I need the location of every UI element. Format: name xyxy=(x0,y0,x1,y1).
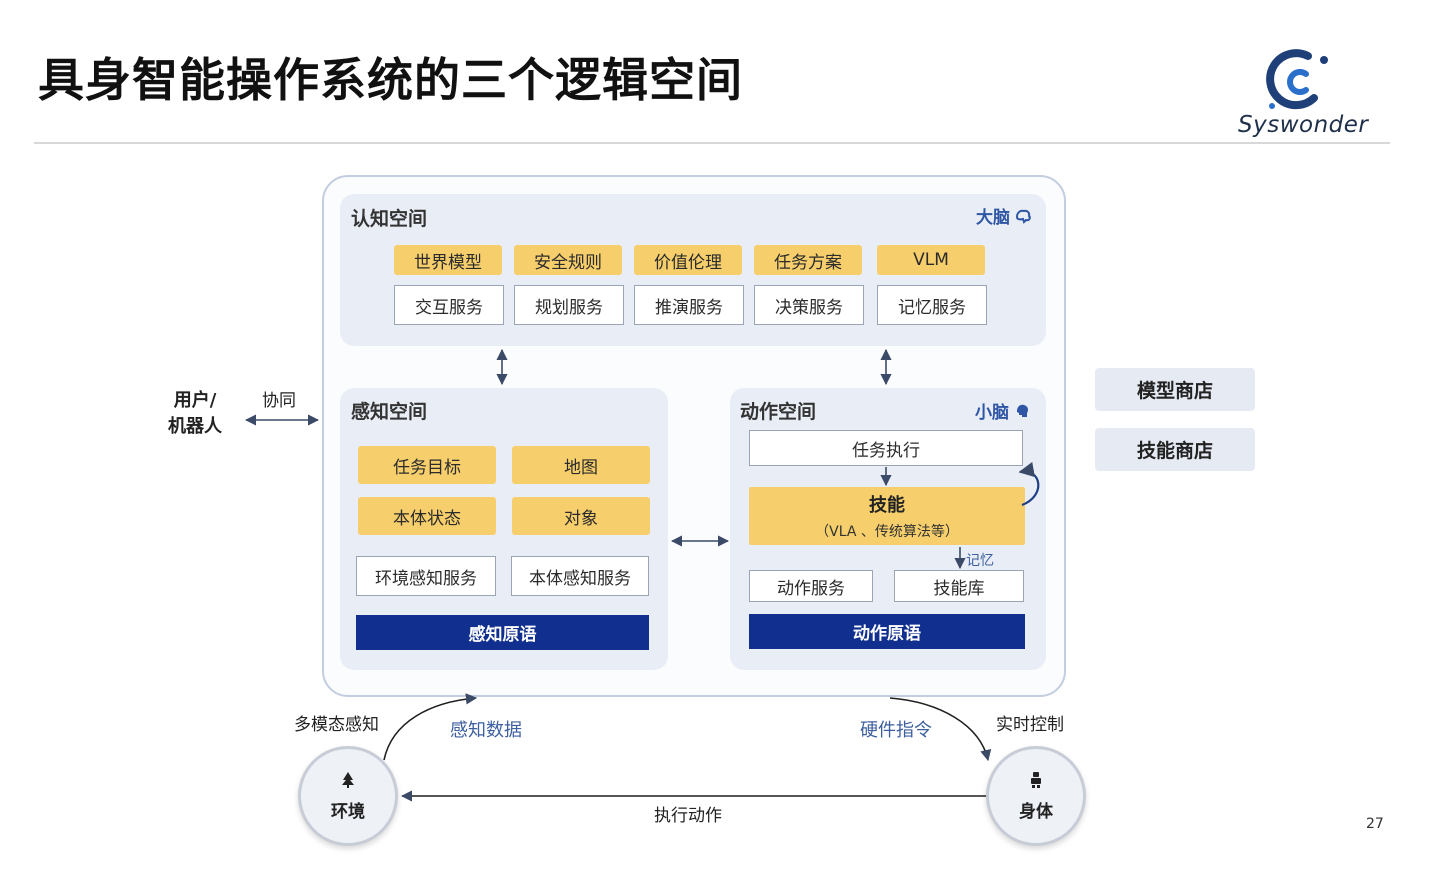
interaction-service-box: 交互服务 xyxy=(394,285,504,325)
chip-map: 地图 xyxy=(512,446,650,484)
skill-title: 技能 xyxy=(869,495,905,516)
body-node: 身体 xyxy=(986,746,1086,846)
skill-box: 技能 （VLA 、传统算法等） xyxy=(749,487,1025,545)
robot-icon xyxy=(1031,771,1041,788)
chip-vlm: VLM xyxy=(877,245,985,275)
skill-library-box: 技能库 xyxy=(894,570,1024,602)
collaboration-label: 协同 xyxy=(262,391,296,411)
chip-world-model: 世界模型 xyxy=(394,245,502,275)
decision-service-box: 决策服务 xyxy=(754,285,864,325)
skill-store-button[interactable]: 技能商店 xyxy=(1095,428,1255,471)
memory-service-box: 记忆服务 xyxy=(877,285,987,325)
action-service-box: 动作服务 xyxy=(749,570,873,602)
perception-space-title: 感知空间 xyxy=(351,401,428,423)
user-robot-label: 用户/ 机器人 xyxy=(168,390,222,437)
syswonder-logo-icon xyxy=(1262,46,1334,116)
realtime-control-label: 实时控制 xyxy=(996,715,1064,735)
simulation-service-box: 推演服务 xyxy=(634,285,744,325)
chip-value-ethics: 价值伦理 xyxy=(634,245,742,275)
chip-safety-rules: 安全规则 xyxy=(514,245,622,275)
brain-tag: 大脑 xyxy=(976,203,1032,228)
cerebellum-tag-label: 小脑 xyxy=(975,403,1009,423)
chip-body-state: 本体状态 xyxy=(358,497,496,535)
environment-node: 环境 xyxy=(298,746,398,846)
head-icon xyxy=(1017,404,1028,417)
planning-service-box: 规划服务 xyxy=(514,285,624,325)
skill-subtitle: （VLA 、传统算法等） xyxy=(815,524,959,540)
environment-perception-service-box: 环境感知服务 xyxy=(356,556,496,596)
logo-text: Syswonder xyxy=(1238,112,1369,138)
page-number: 27 xyxy=(1366,816,1384,832)
multimodal-perception-label: 多模态感知 xyxy=(294,715,379,735)
execute-action-label: 执行动作 xyxy=(654,806,722,826)
perception-data-label: 感知数据 xyxy=(450,720,522,741)
tree-icon xyxy=(342,771,354,788)
cognitive-space-title: 认知空间 xyxy=(351,208,428,230)
chip-object: 对象 xyxy=(512,497,650,535)
brain-tag-label: 大脑 xyxy=(976,208,1010,228)
header-divider xyxy=(34,142,1390,144)
environment-label: 环境 xyxy=(331,801,365,822)
chip-task-goal: 任务目标 xyxy=(358,446,496,484)
perception-primitive-bar: 感知原语 xyxy=(356,615,649,650)
body-perception-service-box: 本体感知服务 xyxy=(511,556,649,596)
page-title: 具身智能操作系统的三个逻辑空间 xyxy=(38,53,743,107)
chip-task-plan: 任务方案 xyxy=(754,245,862,275)
action-primitive-bar: 动作原语 xyxy=(749,614,1025,649)
memory-label: 记忆 xyxy=(966,553,994,569)
model-store-button[interactable]: 模型商店 xyxy=(1095,368,1255,411)
hardware-command-label: 硬件指令 xyxy=(860,720,932,741)
action-space-title: 动作空间 xyxy=(740,401,817,423)
task-execution-box: 任务执行 xyxy=(749,430,1023,466)
brain-icon xyxy=(1015,209,1031,224)
body-label: 身体 xyxy=(1019,801,1053,822)
cerebellum-tag: 小脑 xyxy=(975,398,1031,423)
